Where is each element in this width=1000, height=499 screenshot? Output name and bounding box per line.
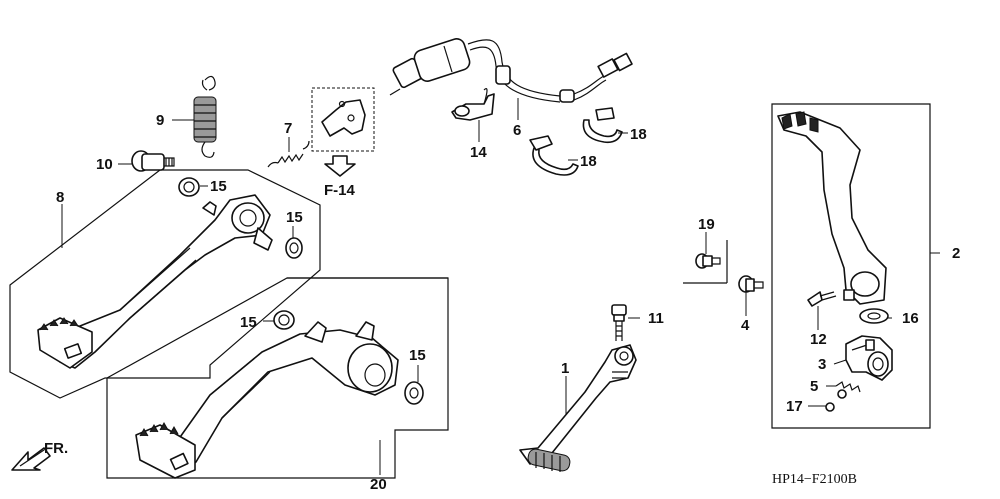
- kickstarter-frame: [771, 103, 931, 429]
- callout-19: 19: [698, 216, 715, 233]
- callout-16: 16: [902, 310, 919, 327]
- callout-9: 9: [156, 112, 164, 129]
- callout-15-lower-right: 15: [409, 347, 426, 364]
- callout-18-lower: 18: [580, 153, 597, 170]
- alt-brake-pedal-part: [135, 321, 399, 479]
- pivot-bolt-part: [131, 150, 175, 172]
- bolt-19-part: [695, 253, 721, 269]
- brake-switch-part: [389, 38, 633, 103]
- washer-16-part: [859, 308, 889, 324]
- bolt-11-part: [611, 304, 627, 341]
- gearshift-pedal-part: [519, 344, 637, 472]
- callout-3: 3: [818, 356, 826, 373]
- bolt-12-part: [807, 291, 837, 307]
- ball-17-part: [825, 402, 835, 412]
- cable-band-part-b: [582, 107, 623, 144]
- callout-15-lower-left: 15: [240, 314, 257, 331]
- callout-6: 6: [513, 122, 521, 139]
- brake-pedal-frame: [9, 169, 321, 399]
- callout-17: 17: [786, 398, 803, 415]
- callout-8: 8: [56, 189, 64, 206]
- callout-12: 12: [810, 331, 827, 348]
- cable-clamp-part: [451, 88, 495, 121]
- stop-switch-spring-part: [267, 140, 310, 168]
- callout-5: 5: [810, 378, 818, 395]
- front-indicator-label: FR.: [44, 440, 68, 457]
- spring-5-part: [835, 381, 861, 399]
- leader-lines: [61, 98, 940, 475]
- washer-part-b: [285, 237, 303, 259]
- diagram-code: HP14−F2100B: [772, 472, 857, 487]
- callout-7: 7: [284, 120, 292, 137]
- return-spring-part: [193, 75, 217, 158]
- callout-14: 14: [470, 144, 487, 161]
- f14-reference-arrow: [324, 155, 356, 177]
- washer-part-a: [178, 177, 200, 197]
- callout-15-right: 15: [286, 209, 303, 226]
- bolt-4-part: [738, 275, 764, 293]
- callout-1: 1: [561, 360, 569, 377]
- brake-pedal-part: [37, 194, 273, 369]
- kickstarter-arm-part: [777, 111, 887, 305]
- washer-part-d: [404, 381, 424, 405]
- cable-band-part-a: [529, 135, 579, 176]
- front-direction-indicator: FR.: [11, 440, 68, 471]
- callout-18-upper: 18: [630, 126, 647, 143]
- kick-pinion-part: [845, 335, 893, 381]
- callout-11: 11: [648, 310, 664, 327]
- callout-15-upper: 15: [210, 178, 227, 195]
- callout-10: 10: [96, 156, 113, 173]
- washer-part-c: [273, 310, 295, 330]
- callout-4: 4: [741, 317, 750, 334]
- callout-20: 20: [370, 476, 387, 493]
- reference-label-f14: F-14: [324, 182, 356, 199]
- f14-reference-box: [311, 87, 375, 152]
- callout-2: 2: [952, 245, 960, 262]
